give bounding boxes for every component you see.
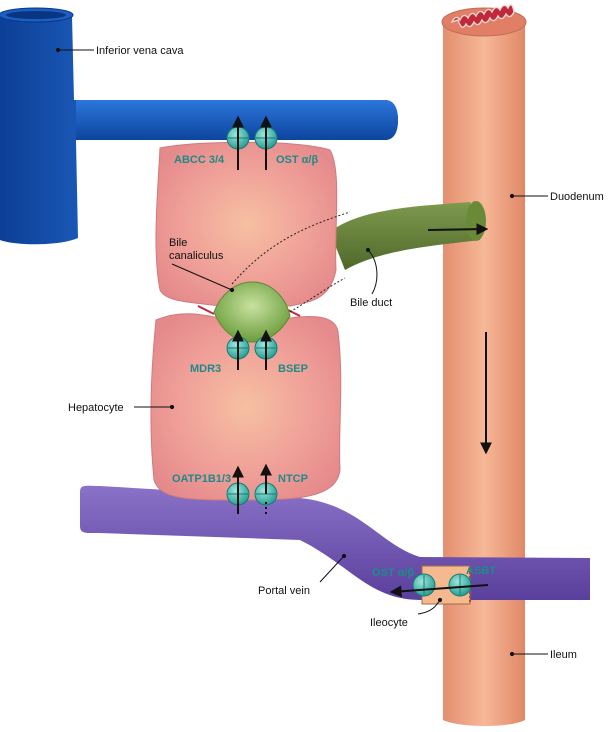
- flow-arrows: [232, 115, 492, 598]
- label-ileocyte: Ileocyte: [370, 617, 408, 629]
- label-ost-ileum: OST α/β: [372, 567, 414, 579]
- leader-lines: [55, 47, 548, 657]
- hepatocyte-upper: [155, 141, 338, 307]
- canaliculus-duct-connection: [231, 211, 351, 313]
- arrow-bile-duct-into-duodenum: [427, 223, 489, 236]
- label-bile-canaliculus-1: Bile: [169, 237, 187, 249]
- label-oatp: OATP1B1/3: [172, 473, 231, 485]
- label-abcc: ABCC 3/4: [174, 154, 225, 166]
- label-bile-canaliculus-2: canaliculus: [169, 250, 224, 262]
- label-hepatocyte: Hepatocyte: [68, 402, 124, 414]
- label-mdr3: MDR3: [190, 363, 221, 375]
- transporter-ost-ileum: [412, 573, 436, 597]
- arrow-ileum-to-portal: [389, 584, 489, 598]
- label-inferior-vena-cava: Inferior vena cava: [96, 45, 184, 57]
- label-duodenum: Duodenum: [550, 191, 604, 203]
- label-portal-vein: Portal vein: [258, 585, 310, 597]
- transporter-asbt: [448, 573, 472, 597]
- label-ost-top: OST α/β: [276, 154, 318, 166]
- label-asbt: ASBT: [466, 565, 496, 577]
- label-ntcp: NTCP: [278, 473, 308, 485]
- label-bile-duct: Bile duct: [350, 297, 392, 309]
- label-ileum: Ileum: [550, 649, 577, 661]
- label-bsep: BSEP: [278, 363, 308, 375]
- intestine-tube: [441, 4, 527, 726]
- intestinal-villi-opening: [450, 4, 515, 28]
- hepatocyte-lower: [150, 313, 342, 501]
